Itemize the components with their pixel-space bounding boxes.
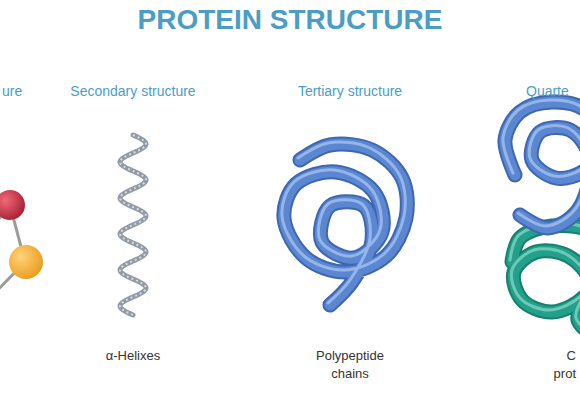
quaternary-blue-tube-shine (503, 100, 580, 226)
helix-ribbon (120, 135, 146, 315)
quaternary-teal-tube-body (512, 225, 580, 340)
level-heading: ure (2, 82, 48, 100)
quaternary-teal-chain (510, 223, 580, 340)
alpha-helix (120, 135, 146, 315)
level-caption: Polypeptide chains (302, 347, 398, 383)
quaternary-teal-tube-outline (512, 225, 580, 340)
level-caption: α-Helixes (73, 347, 193, 365)
quaternary-blue-tube-outline (505, 102, 580, 228)
level-heading: Quarte (526, 82, 578, 100)
tertiary-tube-body (284, 144, 407, 305)
tertiary-chain (282, 142, 407, 305)
amino-acid-ball (9, 245, 43, 279)
helix-beads (120, 135, 146, 315)
quaternary-blue-chain (503, 100, 580, 228)
primary-atoms (0, 190, 43, 279)
quaternary-blue-tube-body (505, 102, 580, 228)
page-title: PROTEIN STRUCTURE (0, 4, 580, 36)
level-heading: Secondary structure (48, 82, 218, 100)
tertiary-tube-shine (282, 142, 405, 303)
level-heading: Tertiary structure (270, 82, 430, 100)
level-caption: C prot (546, 347, 576, 383)
tertiary-tube-outline (284, 144, 407, 305)
amino-acid-ball (0, 190, 25, 220)
quaternary-teal-tube-shine (510, 223, 580, 338)
